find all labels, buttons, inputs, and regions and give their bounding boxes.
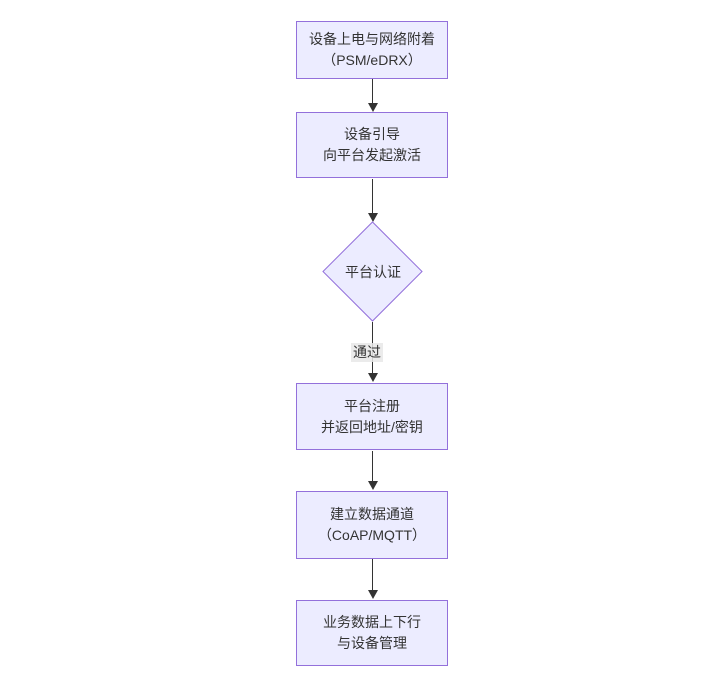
edge-line: [372, 559, 373, 591]
edge-label-pass: 通过: [351, 343, 383, 362]
node-label-line: 平台注册: [344, 397, 400, 414]
node-label-line: 与设备管理: [337, 635, 407, 651]
node-platform-auth-decision: 平台认证: [322, 221, 424, 322]
node-bootstrap-activate: 设备引导 向平台发起激活: [296, 112, 448, 178]
edge-line: [372, 179, 373, 214]
node-label-line: 设备上电与网络附着: [309, 31, 435, 47]
node-label-line: （CoAP/MQTT）: [317, 527, 427, 543]
edge-line: [372, 451, 373, 482]
arrowhead-down-icon: [368, 590, 378, 599]
node-label-line: 并返回地址/密钥: [321, 418, 423, 435]
node-label-line: 向平台发起激活: [323, 147, 421, 163]
node-data-channel: 建立数据通道 （CoAP/MQTT）: [296, 491, 448, 559]
arrowhead-down-icon: [368, 103, 378, 112]
arrowhead-down-icon: [368, 213, 378, 222]
node-label-line: 建立数据通道: [330, 506, 414, 522]
edge-line: [372, 79, 373, 104]
node-label-line: 业务数据上下行: [323, 614, 421, 630]
arrowhead-down-icon: [368, 373, 378, 382]
node-label-line: 设备引导: [344, 126, 400, 142]
node-power-attach: 设备上电与网络附着 （PSM/eDRX）: [296, 21, 448, 79]
node-platform-register: 平台注册 并返回地址/密钥: [296, 383, 448, 450]
node-business-data: 业务数据上下行 与设备管理: [296, 600, 448, 666]
arrowhead-down-icon: [368, 481, 378, 490]
node-label-line: 平台认证: [345, 264, 401, 280]
node-label-line: （PSM/eDRX）: [322, 52, 422, 68]
